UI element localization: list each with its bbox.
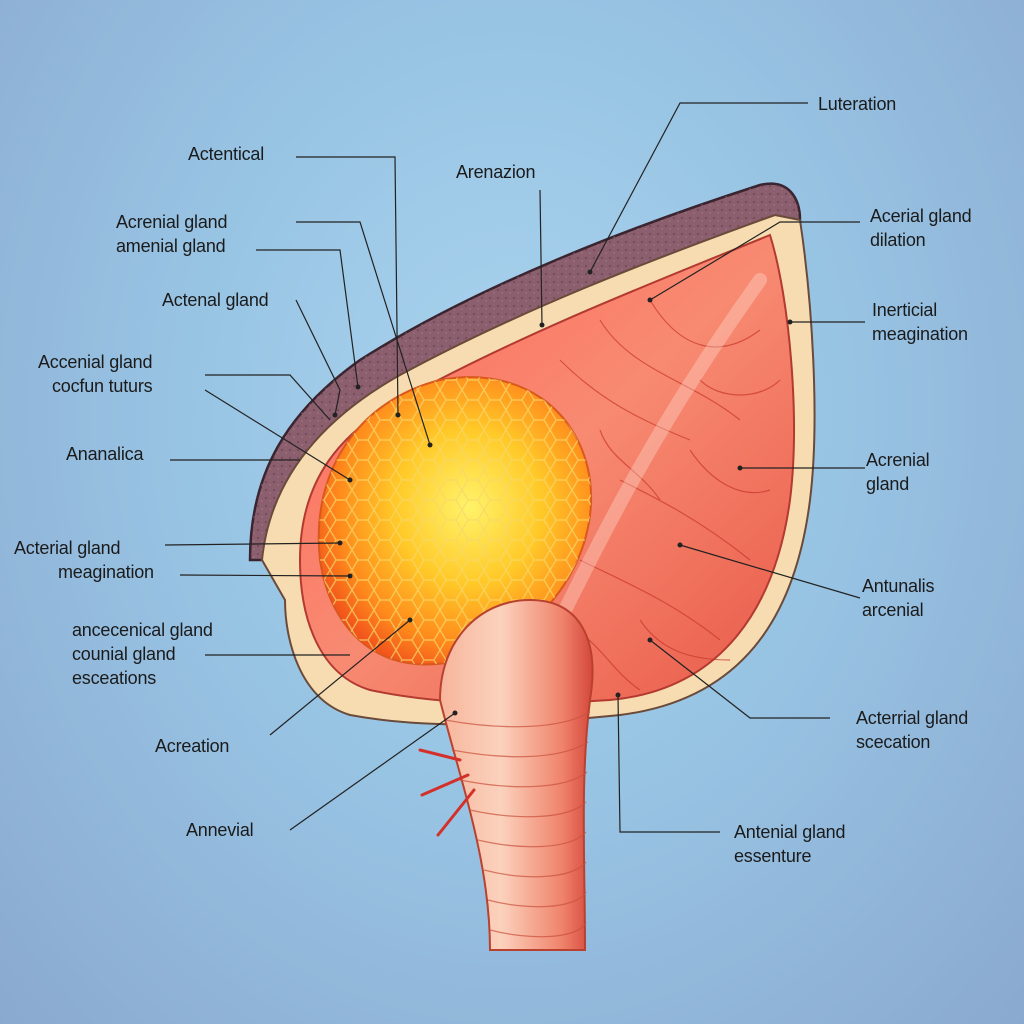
label-annevial: Annevial <box>186 820 254 840</box>
label-luteration: Luteration <box>818 94 897 114</box>
duct-rings <box>444 711 591 938</box>
leader-dots <box>332 269 793 716</box>
label-arenazion: Arenazion <box>456 162 536 182</box>
vessel-network <box>559 299 781 691</box>
label-ananalica: Ananalica <box>66 444 144 464</box>
leader-lines <box>164 102 865 833</box>
label-actentical: Actentical <box>188 144 265 164</box>
label-actenal-gland: Actenal gland <box>162 290 269 310</box>
duct-vessels <box>418 748 476 837</box>
label-acreation: Acreation <box>155 736 230 756</box>
duct-tube <box>438 598 594 951</box>
